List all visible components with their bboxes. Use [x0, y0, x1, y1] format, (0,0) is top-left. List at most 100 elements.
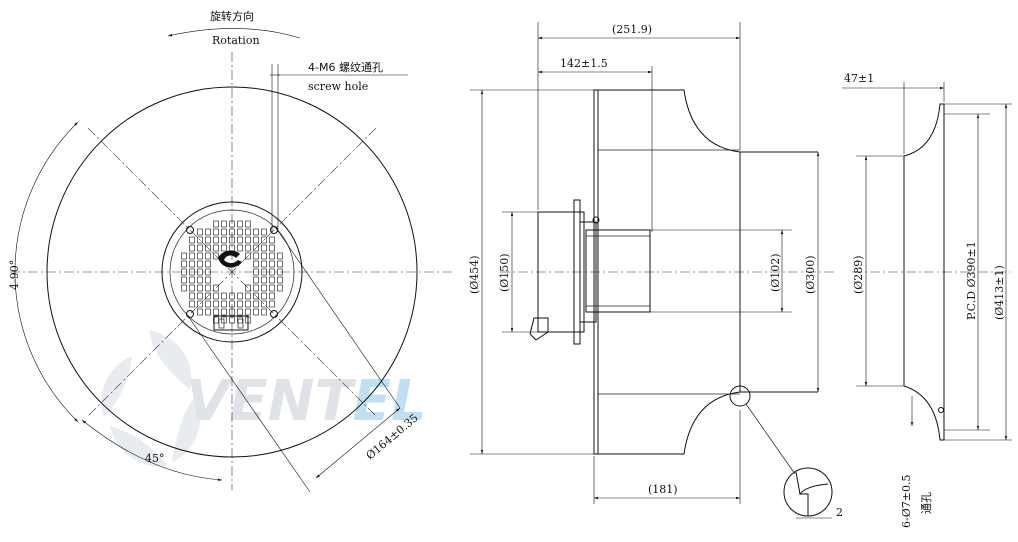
vent-slot: [237, 228, 243, 236]
vent-slot: [229, 308, 235, 316]
vent-slot: [253, 260, 259, 268]
vent-slot: [221, 220, 227, 228]
motor-adapter: [579, 221, 597, 323]
vent-slot: [253, 268, 259, 276]
vent-slot: [189, 260, 195, 268]
vent-slot: [213, 292, 219, 300]
motor-body: [537, 211, 585, 333]
vent-slot: [213, 300, 219, 308]
vent-slot: [229, 220, 235, 228]
vent-slot: [237, 292, 243, 300]
vent-slot: [277, 284, 283, 292]
dim-300-label: (Ø300): [804, 255, 817, 294]
holes-label-cn: 通孔: [920, 492, 933, 514]
vent-slot: [197, 228, 203, 236]
vent-slot: [253, 308, 259, 316]
vent-slot: [253, 228, 259, 236]
vent-slot: [205, 244, 211, 252]
pcd-164-leader-1: [275, 227, 401, 409]
vent-slot: [189, 252, 195, 260]
vent-slot: [269, 284, 275, 292]
watermark-text-main: VENT: [186, 369, 356, 434]
dim-390-label: P.C.D Ø390±1: [965, 241, 978, 320]
vent-slot: [277, 268, 283, 276]
vent-slot: [261, 268, 267, 276]
vent-slot: [189, 236, 195, 244]
inlet-ring-view: 47±1 (Ø289) P.C.D Ø390±1 (Ø413±1) 6-Ø7±0…: [842, 72, 1012, 528]
dim-454-label: (Ø454): [468, 255, 481, 294]
vent-slot: [229, 236, 235, 244]
vent-slot: [181, 252, 187, 260]
rotation-label-en: Rotation: [212, 34, 260, 47]
vent-slot: [245, 292, 251, 300]
vent-slot: [181, 268, 187, 276]
vent-slot: [261, 300, 267, 308]
backplate: [593, 89, 599, 455]
detail-leader: [745, 403, 796, 475]
vent-slot: [237, 220, 243, 228]
vent-slot: [269, 236, 275, 244]
vent-slot: [213, 220, 219, 228]
screw-hole-label-en: screw hole: [308, 80, 368, 93]
motor-shaft-hub: [585, 229, 651, 313]
vent-slot: [245, 220, 251, 228]
vent-slot: [197, 236, 203, 244]
dim-150-label: (Ø150): [498, 253, 511, 292]
vent-slot: [245, 300, 251, 308]
vent-slot: [229, 228, 235, 236]
vent-slot: [205, 228, 211, 236]
vent-slot: [213, 252, 219, 260]
vent-slot: [261, 292, 267, 300]
side-view: 2 (251.9) 142±1.5 (181) (Ø454) (Ø150) (Ø…: [468, 22, 843, 519]
vent-slot: [189, 292, 195, 300]
motor-hub-outer: [161, 201, 303, 343]
vent-slot: [205, 268, 211, 276]
vent-slot: [221, 236, 227, 244]
vent-slot: [189, 276, 195, 284]
vent-slot: [205, 252, 211, 260]
vent-slot: [205, 276, 211, 284]
angle-4x90-arc: [14, 121, 79, 423]
vent-slot: [269, 260, 275, 268]
vent-slot: [245, 308, 251, 316]
vent-slot: [253, 276, 259, 284]
vent-slot: [221, 308, 227, 316]
rotation-label-cn: 旋转方向: [210, 9, 254, 23]
vent-slot: [189, 244, 195, 252]
vent-slot: [261, 244, 267, 252]
vent-slot: [261, 308, 267, 316]
vent-slot: [205, 260, 211, 268]
motor-hub-inner: [169, 209, 295, 335]
vent-slot: [189, 268, 195, 276]
vent-slot: [229, 300, 235, 308]
vent-slot: [213, 236, 219, 244]
vent-slot: [253, 244, 259, 252]
vent-slot: [181, 284, 187, 292]
vent-slot: [237, 236, 243, 244]
vent-slot: [181, 260, 187, 268]
vent-slot: [213, 244, 219, 252]
holes-label-en: 6-Ø7±0.5: [900, 475, 913, 528]
vent-slot: [197, 308, 203, 316]
detail-dim-label: 2: [836, 506, 843, 519]
vent-slot: [245, 236, 251, 244]
vent-slot: [269, 244, 275, 252]
dim-181-label: (181): [648, 483, 678, 496]
vent-slot: [213, 284, 219, 292]
vent-slot: [205, 308, 211, 316]
vent-slot: [253, 284, 259, 292]
dim-102-label: (Ø102): [769, 253, 782, 292]
vent-slot: [245, 284, 251, 292]
vent-slot: [229, 292, 235, 300]
rotation-arrow: [167, 28, 301, 39]
vent-slot: [197, 252, 203, 260]
cable-gland: [529, 317, 549, 341]
watermark-text: VENTEL: [186, 369, 427, 434]
vent-slot: [189, 284, 195, 292]
impeller-body: [598, 89, 741, 455]
vent-slot: [253, 252, 259, 260]
vent-slot: [213, 228, 219, 236]
vent-slot: [237, 300, 243, 308]
ring-hole: [938, 407, 944, 413]
vent-slot: [221, 292, 227, 300]
